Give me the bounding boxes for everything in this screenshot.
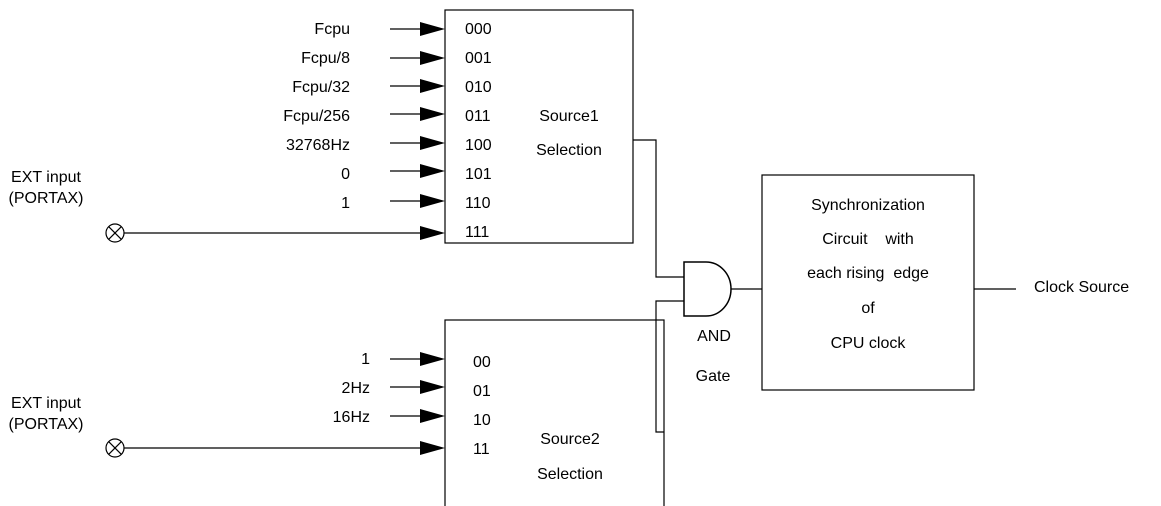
source1-code: 100	[465, 137, 492, 154]
ext-input-1-port: (PORTAX)	[9, 190, 84, 207]
source1-input-label: Fcpu	[314, 21, 350, 38]
input-arrowhead	[420, 22, 445, 36]
and-gate-icon	[683, 261, 732, 317]
source1-code: 101	[465, 166, 492, 183]
ext-input-1-pin-icon	[105, 223, 125, 243]
sync-circuit-text: each rising edge	[807, 265, 929, 282]
ext-input-2-label: EXT input	[11, 395, 82, 412]
source2-input-label: 16Hz	[333, 409, 370, 426]
source1-input-label: Fcpu/8	[301, 50, 350, 67]
source1-input-label: 0	[341, 166, 350, 183]
source1-input-label: 32768Hz	[286, 137, 350, 154]
input-arrowhead	[420, 164, 445, 178]
source2-input-labels: 1 2Hz 16Hz	[333, 351, 370, 426]
source1-code: 000	[465, 21, 492, 38]
source1-subtitle: Selection	[536, 142, 602, 159]
source1-input-label: 1	[341, 195, 350, 212]
source1-code: 001	[465, 50, 492, 67]
source2-select-codes: 00 01 10 11	[473, 354, 491, 458]
source2-code: 01	[473, 383, 491, 400]
input-arrowhead	[420, 136, 445, 150]
source2-output-wire	[655, 300, 684, 433]
source1-input-label: Fcpu/256	[283, 108, 350, 125]
source2-selection-box	[444, 319, 665, 506]
source1-select-codes: 000 001 010 011 100 101 110 111	[465, 21, 492, 241]
input-arrowhead	[420, 409, 445, 423]
input-arrowhead	[420, 194, 445, 208]
clock-source-label: Clock Source	[1034, 279, 1129, 296]
ext-input-1-arrowhead	[420, 226, 445, 240]
input-arrowhead	[420, 380, 445, 394]
and-gate-sublabel: Gate	[696, 368, 731, 385]
synchronization-circuit-box	[761, 174, 975, 391]
ext-input-2-pin-icon	[105, 438, 125, 458]
source2-code: 10	[473, 412, 491, 429]
source2-input-label: 1	[361, 351, 370, 368]
sync-circuit-text: Synchronization	[811, 197, 925, 214]
source1-code: 011	[465, 108, 491, 125]
source2-subtitle: Selection	[537, 466, 603, 483]
source2-code: 00	[473, 354, 491, 371]
sync-circuit-text: CPU clock	[831, 335, 907, 352]
source1-input-labels: Fcpu Fcpu/8 Fcpu/32 Fcpu/256 32768Hz 0 1	[283, 21, 350, 212]
input-arrowhead	[420, 79, 445, 93]
source1-code: 111	[465, 224, 489, 241]
source1-output-wire	[633, 139, 684, 278]
sync-circuit-text: Circuit with	[822, 231, 914, 248]
input-arrowhead	[420, 51, 445, 65]
input-arrowhead	[420, 352, 445, 366]
sync-circuit-text: of	[861, 300, 875, 317]
source1-input-label: Fcpu/32	[292, 79, 350, 96]
source2-input-label: 2Hz	[342, 380, 370, 397]
source1-code: 010	[465, 79, 492, 96]
input-arrowhead	[420, 107, 445, 121]
source1-title: Source1	[539, 108, 599, 125]
ext-input-1-label: EXT input	[11, 169, 82, 186]
source1-selection-box	[444, 9, 634, 244]
source2-code: 11	[473, 441, 490, 458]
source2-title: Source2	[540, 431, 600, 448]
source1-input-arrows	[390, 22, 445, 208]
and-gate-label: AND	[697, 328, 731, 345]
source1-code: 110	[465, 195, 491, 212]
source2-input-arrows	[390, 352, 445, 423]
ext-input-2-arrowhead	[420, 441, 445, 455]
ext-input-2-port: (PORTAX)	[9, 416, 84, 433]
